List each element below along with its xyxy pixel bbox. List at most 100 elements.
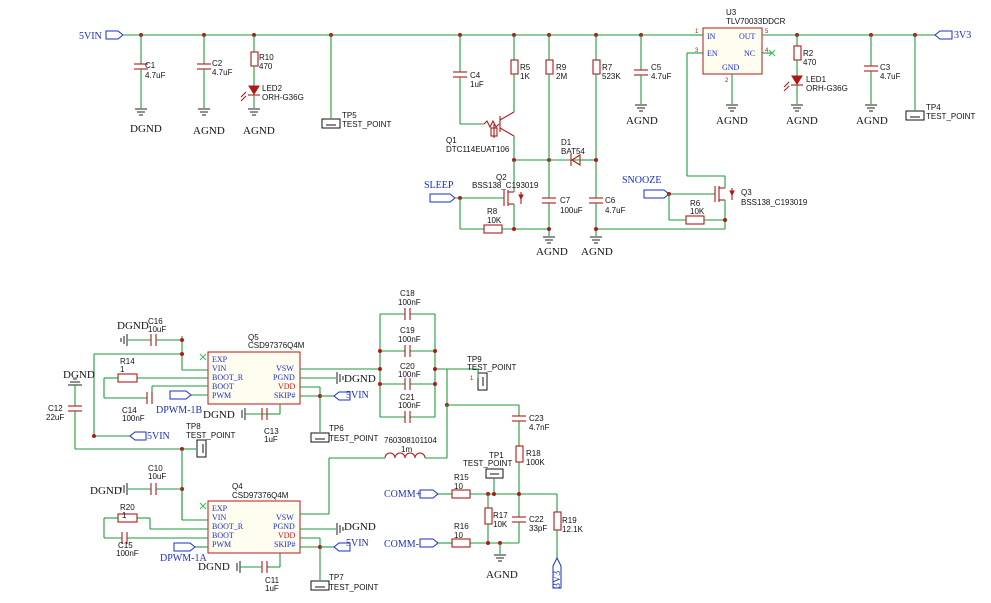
r9-ref: R9 xyxy=(556,63,567,72)
5vin-port-q5-skip[interactable]: 5VIN xyxy=(333,390,369,401)
q4-pin-exp: EXP xyxy=(212,504,228,513)
power-stage-q5[interactable]: Q5 CSD97376Q4M EXP VIN BOOT_R BOOT PWM V… xyxy=(199,333,305,405)
resistor-r16[interactable]: R16 10 xyxy=(451,522,471,548)
r2-ref: R2 xyxy=(803,49,814,58)
resistor-r6[interactable]: R6 10K xyxy=(685,199,727,225)
c3-ref: C3 xyxy=(880,63,891,72)
dpwm-1a-port[interactable]: DPWM-1A xyxy=(160,542,207,564)
5vin-port-q4-skip[interactable]: 5VIN xyxy=(333,538,369,552)
c15-value: 100nF xyxy=(116,549,139,558)
q5-pin-boot: BOOT xyxy=(212,382,234,391)
5vin-port[interactable] xyxy=(105,30,124,40)
testpoint-tp5[interactable]: TP5 TEST_POINT xyxy=(321,35,391,129)
q5-value: CSD97376Q4M xyxy=(248,341,305,350)
c7-value: 100uF xyxy=(560,206,583,215)
sleep-port[interactable]: SLEEP xyxy=(424,180,504,230)
capacitor-c1[interactable]: C1 4.7uF xyxy=(134,35,166,108)
inductor-l1[interactable]: 760308101104 1m xyxy=(300,436,437,515)
testpoint-tp1[interactable]: TP1 TEST_POINT xyxy=(463,451,512,494)
resistor-r17[interactable]: R17 10K xyxy=(484,494,508,543)
q5-pin-pgnd: PGND xyxy=(273,373,295,382)
testpoint-tp4[interactable]: TP4 TEST_POINT xyxy=(905,35,975,121)
ground-dgnd-c1: DGND xyxy=(130,108,162,135)
snooze-port[interactable]: SNOOZE xyxy=(622,175,715,221)
resistor-r19[interactable]: R19 12.1K xyxy=(553,494,584,558)
c12-ref: C12 xyxy=(48,404,63,413)
dgnd-label: DGND xyxy=(344,373,376,385)
u3-pin-in: IN xyxy=(707,32,716,41)
5vin-port-q5[interactable]: 5VIN xyxy=(129,431,170,442)
dpwm-1b-port[interactable]: DPWM-1B xyxy=(156,390,202,416)
r14-ref: R14 xyxy=(120,357,135,366)
regulator-u3[interactable]: U3 TLV70033DDCR IN EN GND OUT NC 1 3 2 5… xyxy=(686,8,786,177)
capacitor-c10[interactable]: DGND C10 10uF xyxy=(90,464,182,497)
snooze-net-label: SNOOZE xyxy=(622,175,661,186)
led-led2[interactable]: LED2 ORH-G36G xyxy=(240,84,304,108)
capacitor-c3[interactable]: C3 4.7uF xyxy=(864,35,901,104)
capacitor-c22[interactable]: C22 33pF xyxy=(512,515,547,543)
capacitor-c5[interactable]: C5 4.7uF xyxy=(634,35,672,104)
capacitor-c11[interactable]: DGND C11 1uF xyxy=(198,561,280,593)
dgnd-label: DGND xyxy=(344,521,376,533)
comm-minus-port[interactable]: COMM- xyxy=(384,538,519,554)
ground-agnd-led1: AGND xyxy=(786,104,818,127)
led2-value: ORH-G36G xyxy=(262,93,304,102)
q3-ref: Q3 xyxy=(741,188,752,197)
3v3-port-r19[interactable]: 3V3 xyxy=(552,556,563,589)
capacitor-c13[interactable]: DGND C13 1uF xyxy=(203,408,280,444)
capacitor-c16[interactable]: DGND C16 10uF xyxy=(117,317,184,346)
capacitor-c4[interactable]: C4 1uF xyxy=(453,35,484,125)
tp6-ref: TP6 xyxy=(329,424,344,433)
capacitor-c2[interactable]: C2 4.7uF xyxy=(197,35,233,108)
capacitor-c15[interactable]: C15 100nF xyxy=(116,532,139,558)
transistor-q2[interactable]: Q2 BSS138_C193019 xyxy=(472,160,539,229)
tp7-ref: TP7 xyxy=(329,573,344,582)
3v3-net-label: 3V3 xyxy=(552,571,563,588)
testpoint-tp7[interactable]: TP7 TEST_POINT xyxy=(310,573,378,592)
resistor-r18[interactable]: R18 100K xyxy=(515,445,545,517)
transistor-q3[interactable]: Q3 BSS138_C193019 xyxy=(714,176,808,229)
c20-value: 100nF xyxy=(398,370,421,379)
c4-value: 1uF xyxy=(470,80,484,89)
agnd-label: AGND xyxy=(626,115,658,127)
diode-d1[interactable]: D1 BAT54 xyxy=(561,138,596,166)
3v3-port[interactable] xyxy=(934,30,953,40)
dgnd-label: DGND xyxy=(130,123,162,135)
q4-ref: Q4 xyxy=(232,482,243,491)
transistor-q1[interactable]: Q1 DTC114EUAT106 xyxy=(446,111,515,160)
resistor-r9[interactable]: R9 2M xyxy=(545,35,567,198)
c2-value: 4.7uF xyxy=(212,68,233,77)
led-led1[interactable]: LED1 ORH-G36G xyxy=(783,75,848,104)
c19-value: 100nF xyxy=(398,335,421,344)
u3-pinnum-nc: 4 xyxy=(765,48,769,54)
capacitor-c18[interactable]: C18 100nF xyxy=(398,289,421,320)
capacitor-c23[interactable]: C23 4.7nF xyxy=(512,405,550,446)
resistor-r14[interactable]: R14 1 xyxy=(117,357,138,383)
resistor-r5[interactable]: R5 1K xyxy=(510,35,531,112)
c16-ref: C16 xyxy=(148,317,163,326)
testpoint-tp9[interactable]: 1 TP9 TEST_POINT xyxy=(467,355,516,391)
ground-agnd-c3: AGND xyxy=(856,104,888,127)
capacitor-c21[interactable]: C21 100nF xyxy=(398,393,421,423)
r7-value: 523K xyxy=(602,72,621,81)
q4-pin-vin: VIN xyxy=(212,513,226,522)
comm-plus-port[interactable]: COMM+ xyxy=(384,489,557,500)
5vin-net-label: 5VIN xyxy=(346,538,369,549)
resistor-r15[interactable]: R15 10 xyxy=(451,473,471,499)
agnd-label: AGND xyxy=(786,115,818,127)
capacitor-c20[interactable]: C20 100nF xyxy=(398,362,421,390)
r8-ref: R8 xyxy=(487,207,498,216)
q4-pin-pwm: PWM xyxy=(212,540,231,549)
resistor-r20[interactable]: R20 1 xyxy=(117,503,138,523)
resistor-r10[interactable]: R10 470 xyxy=(250,35,274,86)
power-stage-q4[interactable]: Q4 CSD97376Q4M EXP VIN BOOT_R BOOT PWM V… xyxy=(199,482,301,554)
resistor-r2[interactable]: R2 470 xyxy=(793,35,817,76)
capacitor-c12[interactable]: DGND C12 22uF xyxy=(46,369,182,450)
testpoint-tp6[interactable]: TP6 TEST_POINT xyxy=(310,424,378,443)
capacitor-c14[interactable]: C14 100nF xyxy=(122,392,153,423)
resistor-r7[interactable]: R7 523K xyxy=(592,35,621,198)
capacitor-c19[interactable]: C19 100nF xyxy=(398,326,421,357)
r7-ref: R7 xyxy=(602,63,613,72)
resistor-r8[interactable]: R8 10K xyxy=(483,207,551,234)
c18-value: 100nF xyxy=(398,298,421,307)
